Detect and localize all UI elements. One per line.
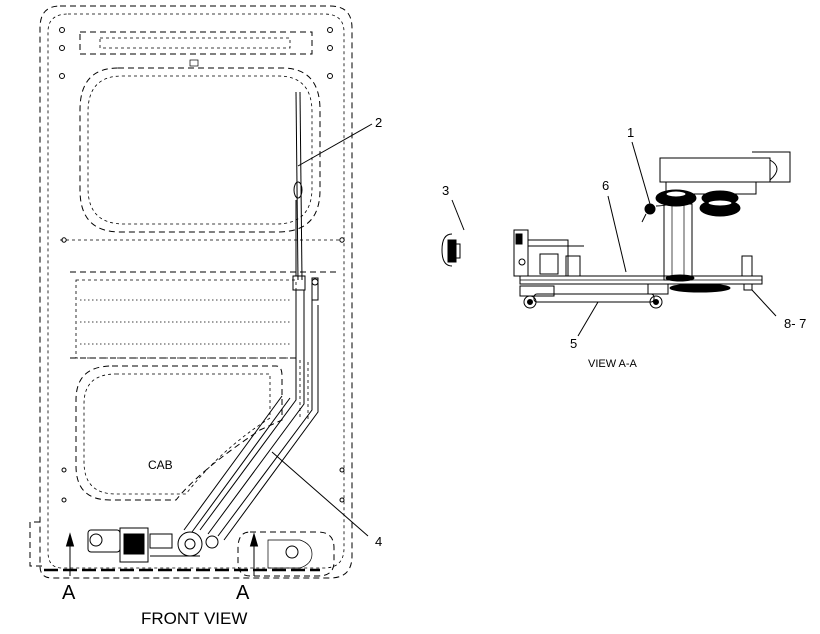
callout-4: 4 <box>271 451 382 549</box>
linkage-tube <box>519 274 731 309</box>
callout-1: 1 <box>627 125 651 205</box>
callout-4-label: 4 <box>375 534 382 549</box>
callout-3-label: 3 <box>442 183 449 198</box>
middle-panel <box>75 279 297 359</box>
callout-3: 3 <box>442 183 465 231</box>
motor-housing <box>659 157 771 183</box>
front-view-title: FRONT VIEW <box>141 609 247 628</box>
callout-6-label: 6 <box>602 178 609 193</box>
wiper-arm <box>292 91 319 301</box>
callout-1-label: 1 <box>627 125 634 140</box>
callout-2-label: 2 <box>375 115 382 130</box>
top-rail <box>79 31 313 55</box>
access-panel <box>237 531 335 577</box>
drive-shaft <box>663 203 693 281</box>
view-aa-title: VIEW A-A <box>588 358 638 370</box>
front-view: A A CAB FRONT VIEW <box>29 5 353 628</box>
cab-outline <box>39 5 353 579</box>
section-marker-left: A <box>62 582 76 604</box>
callout-5: 5 <box>570 301 599 351</box>
callout-5-label: 5 <box>570 336 577 351</box>
section-arrow-left <box>65 532 75 576</box>
connector <box>641 195 691 223</box>
callout-2: 2 <box>297 115 382 167</box>
mounting-bracket <box>513 229 584 277</box>
rubber-boots <box>655 189 741 217</box>
section-view: VIEW A-A <box>441 151 791 370</box>
section-marker-right: A <box>236 582 250 604</box>
callout-6: 6 <box>602 178 627 273</box>
section-arrow-right <box>249 532 259 576</box>
wiper-linkage <box>183 290 319 541</box>
cab-label: CAB <box>148 458 173 472</box>
detached-part <box>441 233 461 267</box>
lower-window <box>75 365 283 501</box>
wiper-motor <box>87 527 219 563</box>
callout-8-7: 8- 7 <box>751 289 806 331</box>
upper-window <box>79 67 321 233</box>
callouts: 2 4 1 3 6 5 8- 7 <box>271 115 806 549</box>
mounting-bolt <box>743 283 753 291</box>
callout-8-7-label: 8- 7 <box>784 316 806 331</box>
